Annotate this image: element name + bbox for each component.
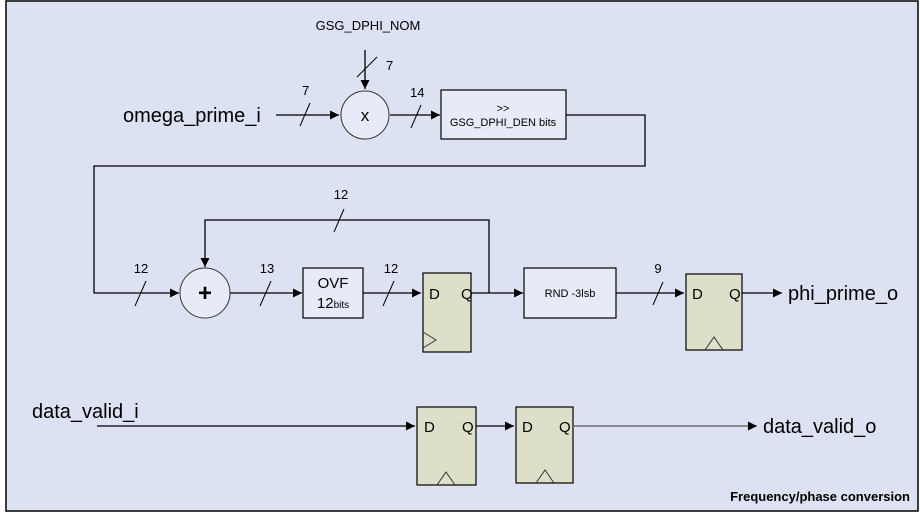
- accumulator-register: [422, 272, 472, 353]
- clock-icon: [436, 471, 456, 486]
- clock-icon: [422, 331, 437, 349]
- bus-slash: [299, 102, 311, 127]
- constant-label: GSG_DPHI_NOM: [316, 18, 421, 33]
- add-symbol: +: [198, 280, 212, 307]
- bus-width-round: 9: [654, 261, 661, 276]
- ovf-width-unit: bits: [334, 300, 350, 311]
- ovf-width-label: 12bits: [317, 295, 349, 312]
- ovf-label: OVF: [318, 275, 349, 292]
- d-pin-label: D: [692, 286, 703, 303]
- bus-slash: [356, 56, 378, 78]
- bus-width-shift: 12: [134, 261, 148, 276]
- valid-output-label: data_valid_o: [763, 416, 876, 438]
- ovf-width-number: 12: [317, 295, 334, 312]
- d-pin-label: D: [429, 286, 440, 303]
- d-pin-label: D: [424, 419, 435, 436]
- q-pin-label: Q: [461, 286, 473, 303]
- valid-input-label: data_valid_i: [32, 401, 139, 423]
- clock-icon: [704, 336, 724, 351]
- shift-label-bottom: GSG_DPHI_DEN bits: [450, 117, 557, 129]
- round-label: RND -3lsb: [545, 288, 596, 300]
- multiply-symbol: x: [361, 106, 370, 125]
- bus-width-nom: 7: [386, 58, 393, 73]
- q-pin-label: Q: [559, 419, 571, 436]
- omega-input-label: omega_prime_i: [123, 105, 261, 127]
- bus-width-ovf: 12: [384, 261, 398, 276]
- bus-slash: [382, 280, 395, 307]
- bus-slash: [333, 208, 345, 233]
- bus-width-omega: 7: [302, 83, 309, 98]
- clock-icon: [535, 469, 555, 484]
- q-pin-label: Q: [729, 286, 741, 303]
- bus-slash: [410, 104, 422, 129]
- multiplier-node: [340, 90, 390, 140]
- round-block: [523, 267, 617, 319]
- bus-slash: [652, 281, 664, 306]
- q-pin-label: Q: [462, 419, 474, 436]
- bus-slash: [259, 280, 272, 307]
- bus-slash: [134, 280, 147, 307]
- bus-width-feedback: 12: [334, 187, 348, 202]
- shift-label-top: >>: [497, 103, 510, 115]
- shift-out-wire: [93, 114, 646, 298]
- phi-output-label: phi_prime_o: [788, 283, 898, 305]
- d-pin-label: D: [522, 419, 533, 436]
- bus-width-mult: 14: [410, 85, 424, 100]
- diagram-caption: Frequency/phase conversion: [730, 489, 910, 504]
- shift-block: [440, 89, 567, 140]
- bus-width-adder: 13: [260, 261, 274, 276]
- feedback-wire: [200, 219, 490, 293]
